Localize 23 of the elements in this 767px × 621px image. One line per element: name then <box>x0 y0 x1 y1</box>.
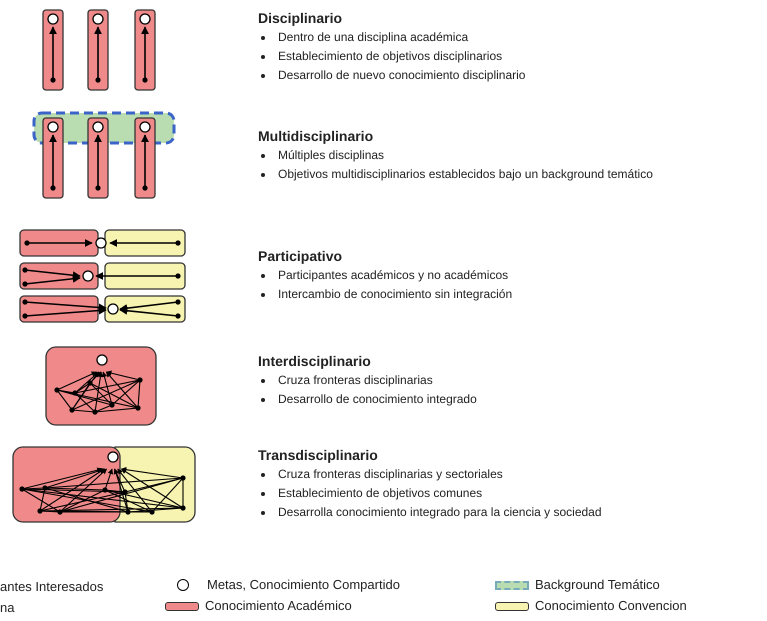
bullet-text: Dentro de una disciplina académica <box>278 29 468 46</box>
section-heading: Interdisciplinario <box>258 352 372 371</box>
bullet-text: Establecimiento de objetivos comunes <box>278 485 482 502</box>
legend-text: Background Temático <box>535 577 660 593</box>
legend-text: Metas, Conocimiento Compartido <box>207 577 400 593</box>
legend-text: antes Interesados <box>0 579 104 595</box>
section-heading: Disciplinario <box>258 9 344 28</box>
legend-text: Conocimiento Convencion <box>535 598 687 614</box>
bullet-text: Participantes académicos y no académicos <box>278 267 508 284</box>
bullet-text: Desarrolla conocimiento integrado para la ciencia y sociedad <box>278 504 602 521</box>
section-heading: Participativo <box>258 247 344 266</box>
section-heading: Multidisciplinario <box>258 127 374 146</box>
bullet-text: Desarrollo de conocimiento integrado <box>278 391 477 408</box>
legend-text: Conocimiento Académico <box>205 598 352 614</box>
bullet-text: Cruza fronteras disciplinarias y sectoriales <box>278 466 503 483</box>
bullet-text: Objetivos multidisciplinarios establecidos bajo un background temático <box>278 166 653 183</box>
bullet-text: Múltiples disciplinas <box>278 147 384 164</box>
bullet-text: Intercambio de conocimiento sin integración <box>278 286 512 303</box>
bullet-text: Desarrollo de nuevo conocimiento disciplinario <box>278 67 526 84</box>
bullet-text: Establecimiento de objetivos disciplinarios <box>278 48 502 65</box>
bullet-text: Cruza fronteras disciplinarias <box>278 372 433 389</box>
section-heading: Transdisciplinario <box>258 446 379 465</box>
legend-text: na <box>0 600 14 616</box>
